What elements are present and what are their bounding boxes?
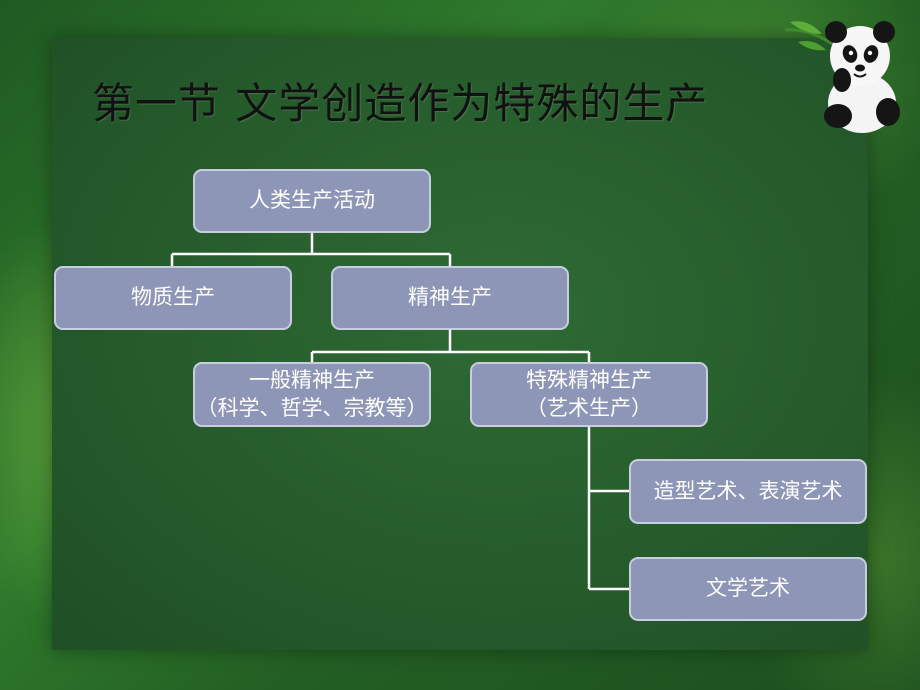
node-label: 人类生产活动 xyxy=(249,188,375,213)
node-label: 物质生产 xyxy=(131,285,215,310)
node-label: 精神生产 xyxy=(408,285,492,310)
node-label: 一般精神生产 xyxy=(249,368,375,393)
node-sublabel: （艺术生产） xyxy=(526,395,652,420)
panda-icon xyxy=(784,21,900,133)
node-general-spiritual: 一般精神生产 （科学、哲学、宗教等） xyxy=(193,362,431,427)
node-label: 特殊精神生产 xyxy=(526,368,652,393)
slide-panel xyxy=(52,38,868,650)
node-label: 文学艺术 xyxy=(706,576,790,601)
slide-title: 第一节 文学创造作为特殊的生产 xyxy=(92,79,709,128)
node-special-spiritual: 特殊精神生产 （艺术生产） xyxy=(470,362,708,427)
node-label: 造型艺术、表演艺术 xyxy=(653,478,843,503)
node-plastic-performing-art: 造型艺术、表演艺术 xyxy=(629,459,867,524)
node-sublabel: （科学、哲学、宗教等） xyxy=(196,395,428,420)
node-spiritual-production: 精神生产 xyxy=(331,266,569,330)
node-human-production: 人类生产活动 xyxy=(193,169,431,233)
node-material-production: 物质生产 xyxy=(54,266,292,330)
node-literary-art: 文学艺术 xyxy=(629,557,867,621)
